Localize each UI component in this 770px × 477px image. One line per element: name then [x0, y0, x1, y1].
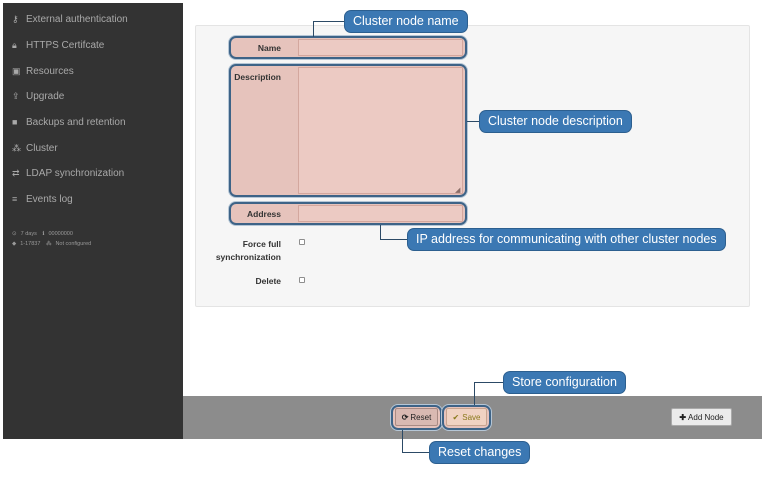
delete-checkbox[interactable] — [299, 277, 305, 283]
callout-store-configuration: Store configuration — [504, 372, 625, 393]
sidebar-item-label: Cluster — [26, 142, 58, 154]
cluster-status-text: Not configured — [55, 241, 92, 247]
sidebar-footer-line-2: ◆1-17837 ⁂Not configured — [12, 241, 95, 247]
address-label: Address — [246, 209, 281, 219]
archive-icon: ■ — [12, 117, 18, 127]
image-icon: ▣ — [12, 65, 21, 76]
callout-line-address-h — [380, 239, 408, 240]
sidebar-item-label: LDAP synchronization — [26, 167, 125, 179]
upload-icon: ⇪ — [12, 90, 20, 101]
delete-label: Delete — [255, 276, 281, 286]
list-icon: ≡ — [12, 194, 18, 204]
address-input[interactable] — [298, 205, 463, 222]
sidebar-item-external-authentication[interactable]: ⚷ External authentication — [12, 9, 128, 29]
save-button-label: Save — [462, 412, 481, 422]
sidebar-item-resources[interactable]: ▣ Resources — [12, 61, 74, 81]
clock-icon: ⊙ — [12, 231, 17, 237]
sidebar-item-backups[interactable]: ■ Backups and retention — [12, 112, 126, 132]
sitemap-icon: ⁂ — [12, 142, 21, 153]
sidebar-item-label: Backups and retention — [26, 116, 126, 128]
sidebar-item-cluster[interactable]: ⁂ Cluster — [12, 138, 58, 158]
callout-line-name-h — [313, 21, 345, 22]
version-text: 1-17837 — [20, 241, 41, 247]
add-node-button-label: Add Node — [688, 412, 724, 422]
info-icon: ℹ — [42, 231, 45, 237]
build-text: 00000000 — [48, 231, 73, 237]
sidebar: ⚷ External authentication 🔒︎ HTTPS Certi… — [3, 3, 183, 439]
check-icon: ✔ — [452, 412, 460, 422]
reset-button[interactable]: ⟳ Reset — [395, 408, 438, 426]
sidebar-item-label: External authentication — [26, 13, 128, 25]
callout-reset-changes: Reset changes — [430, 442, 530, 463]
reset-button-label: Reset — [410, 412, 432, 422]
sidebar-item-upgrade[interactable]: ⇪ Upgrade — [12, 86, 64, 106]
sidebar-item-label: Resources — [26, 65, 74, 77]
sidebar-item-label: Events log — [26, 193, 73, 205]
callout-line-name-v — [313, 21, 314, 37]
callout-line-description — [467, 121, 480, 122]
name-label: Name — [257, 43, 281, 53]
lock-icon: 🔒︎ — [12, 39, 17, 50]
sidebar-item-label: Upgrade — [26, 90, 65, 102]
plus-icon: ✚ — [679, 412, 687, 422]
description-textarea[interactable] — [298, 67, 463, 194]
callout-line-address-v — [380, 225, 381, 239]
sitemap-icon: ⁂ — [45, 241, 52, 247]
force-sync-label-line-1: Force full — [242, 239, 281, 249]
save-button[interactable]: ✔ Save — [446, 408, 487, 426]
callout-line-store-v — [474, 382, 475, 405]
name-input[interactable] — [298, 39, 463, 56]
callout-line-reset-h — [402, 452, 430, 453]
sidebar-item-https-certificate[interactable]: 🔒︎ HTTPS Certifcate — [12, 35, 104, 55]
sidebar-item-events-log[interactable]: ≡ Events log — [12, 189, 73, 209]
key-icon: ⚷ — [12, 13, 19, 24]
sidebar-item-label: HTTPS Certifcate — [26, 39, 105, 51]
callout-cluster-node-description: Cluster node description — [480, 111, 631, 132]
callout-ip-address: IP address for communicating with other … — [408, 229, 725, 250]
callout-line-store-h — [474, 382, 504, 383]
description-label: Description — [234, 72, 281, 82]
tag-icon: ◆ — [12, 241, 17, 247]
force-sync-checkbox[interactable] — [299, 239, 305, 245]
force-sync-label: Force full synchronization — [200, 238, 281, 264]
add-node-button[interactable]: ✚ Add Node — [671, 408, 732, 426]
exchange-icon: ⇄ — [12, 167, 20, 178]
resize-handle-icon[interactable]: ◢ — [455, 187, 461, 194]
refresh-icon: ⟳ — [401, 412, 409, 422]
sidebar-item-ldap-synchronization[interactable]: ⇄ LDAP synchronization — [12, 163, 124, 183]
force-sync-label-line-2: synchronization — [215, 252, 281, 262]
uptime-text: 7 days — [20, 231, 37, 237]
callout-cluster-node-name: Cluster node name — [345, 11, 467, 32]
callout-line-reset-v — [402, 430, 403, 452]
